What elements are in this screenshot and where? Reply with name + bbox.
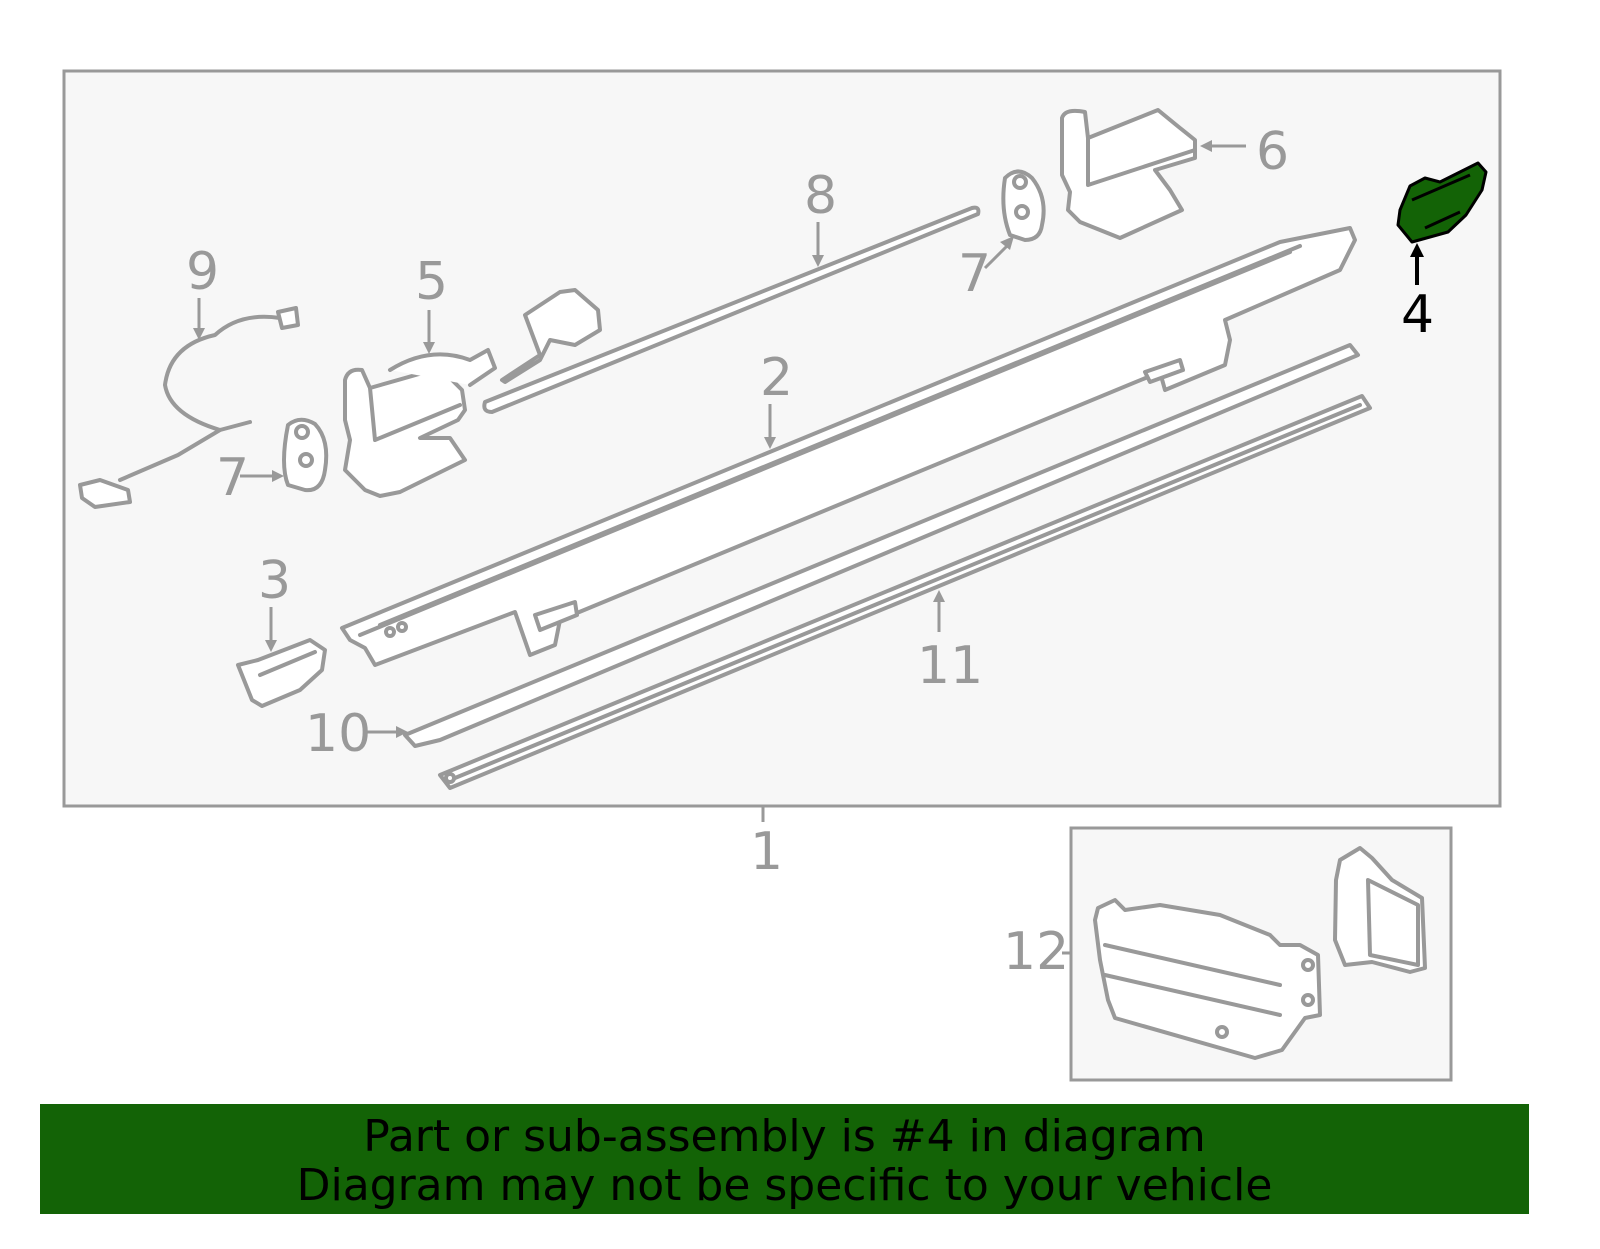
part-4-highlighted[interactable] bbox=[1396, 161, 1488, 244]
part-3-endcap bbox=[236, 638, 327, 708]
callout-6: 6 bbox=[1256, 122, 1290, 182]
part-7-pad-right bbox=[1001, 169, 1046, 242]
part-6-bracket bbox=[1060, 108, 1197, 240]
part-10-moulding bbox=[403, 343, 1360, 748]
callout-7-left: 7 bbox=[216, 448, 250, 508]
callout-11: 11 bbox=[917, 636, 984, 696]
callout-1: 1 bbox=[750, 822, 784, 882]
callout-12: 12 bbox=[1003, 922, 1070, 982]
arrow-7-right bbox=[983, 236, 1014, 270]
arrow-3 bbox=[265, 607, 277, 652]
arrow-4 bbox=[1410, 243, 1424, 285]
banner-line-2: Diagram may not be specific to your vehi… bbox=[296, 1160, 1273, 1211]
callout-5: 5 bbox=[415, 252, 449, 312]
info-banner: Part or sub-assembly is #4 in diagram Di… bbox=[40, 1104, 1529, 1214]
callout-8: 8 bbox=[804, 166, 838, 226]
arrow-2 bbox=[764, 404, 776, 449]
callout-2: 2 bbox=[760, 348, 794, 408]
arrow-10 bbox=[366, 726, 408, 738]
part-5-bracket bbox=[343, 348, 497, 498]
part-bracket-upper bbox=[500, 288, 602, 384]
callout-3: 3 bbox=[258, 551, 292, 611]
callout-4[interactable]: 4 bbox=[1401, 285, 1435, 345]
part-11-strip bbox=[438, 394, 1372, 790]
arrow-8 bbox=[812, 222, 824, 267]
part-8-bar bbox=[482, 205, 981, 414]
part-7-pad-left bbox=[282, 417, 329, 493]
callout-9: 9 bbox=[186, 242, 220, 302]
banner-line-1: Part or sub-assembly is #4 in diagram bbox=[363, 1111, 1206, 1162]
part-9-harness bbox=[78, 306, 300, 509]
part-12-module bbox=[1093, 846, 1427, 1060]
arrow-7-left bbox=[240, 470, 284, 482]
callout-7-right: 7 bbox=[958, 244, 992, 304]
callout-10: 10 bbox=[305, 704, 372, 764]
arrow-11 bbox=[933, 590, 945, 632]
arrow-5 bbox=[423, 310, 435, 354]
arrow-6 bbox=[1200, 140, 1246, 152]
arrow-9 bbox=[193, 298, 205, 340]
part-2-rail bbox=[340, 226, 1357, 667]
